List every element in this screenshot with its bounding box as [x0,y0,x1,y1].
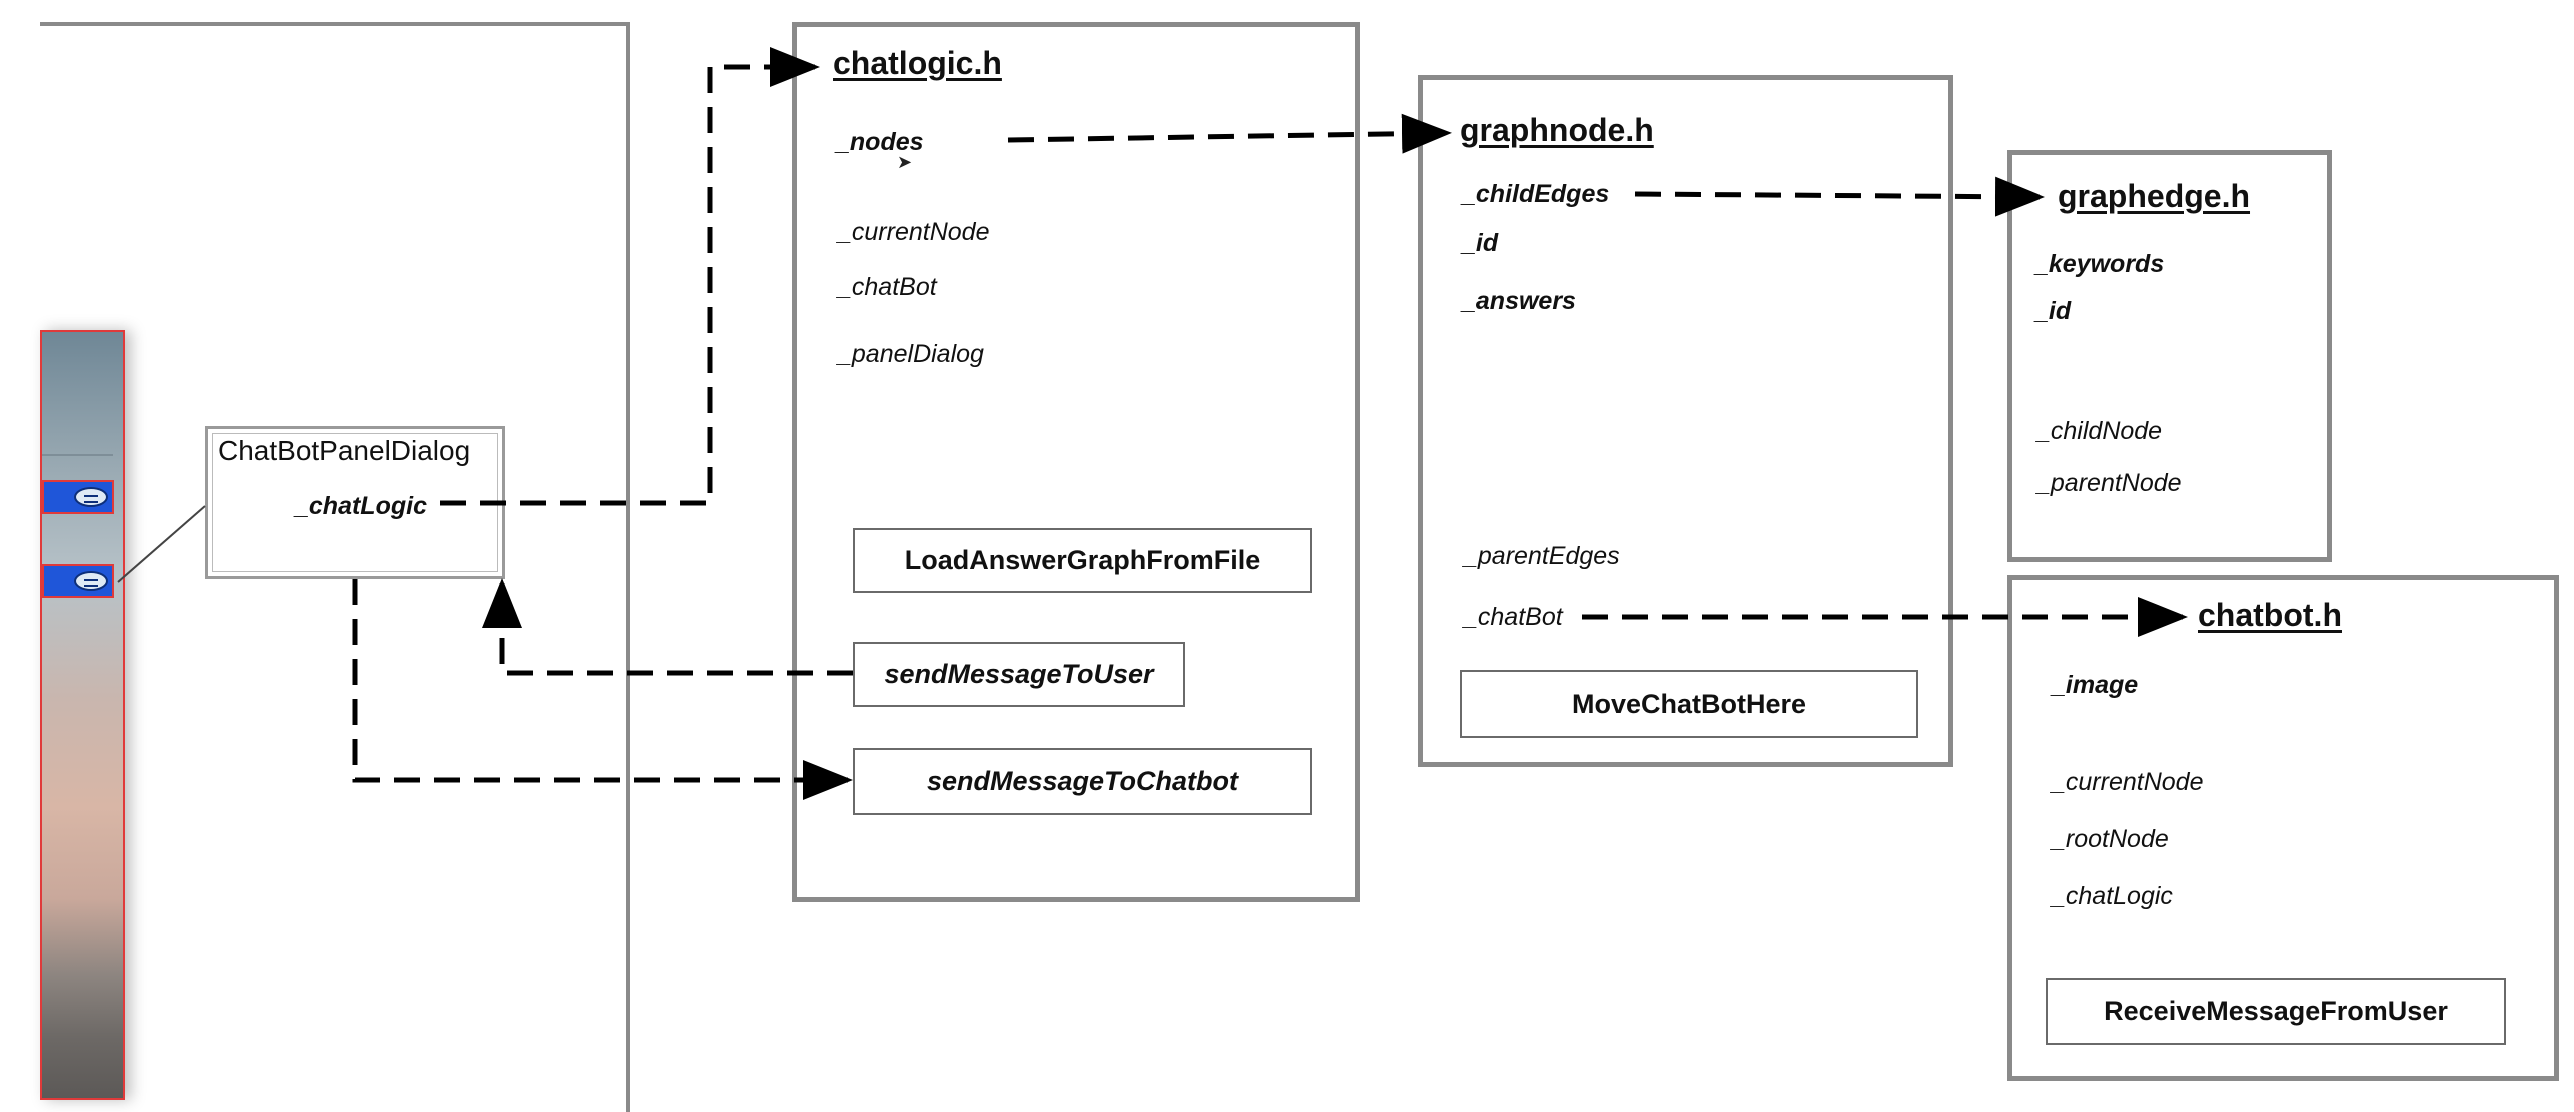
arrow-nodes-to-graphnode [1007,113,1452,154]
panel-dialog-title: ChatBotPanelDialog [218,435,471,466]
graphedge-field-childnode: _childNode [2037,417,2163,445]
method-load-answer-graph[interactable]: LoadAnswerGraphFromFile [853,528,1312,593]
chatlogic-field-paneldialog: _panelDialog [838,340,984,368]
arrow-chatlogic-to-chatlogic-h [440,47,820,506]
mouse-cursor-icon: ➤ [897,152,913,172]
chatbot-field-chatlogic: _chatLogic [2052,882,2173,910]
graphedge-field-keywords: _keywords [2035,250,2165,278]
chat-button[interactable] [42,564,114,598]
graphnode-box [1418,75,1953,767]
method-move-chatbot-here[interactable]: MoveChatBotHere [1460,670,1918,738]
chat-bubble-icon [74,487,108,507]
panel-dialog-field-chatlogic: _chatLogic [295,492,427,520]
chatbot-field-rootnode: _rootNode [2052,825,2169,853]
chatbot-field-currentnode: _currentNode [2052,768,2204,796]
graphedge-title: graphedge.h [2058,178,2251,214]
chatlogic-field-nodes: _nodes [836,128,924,156]
arrow-send-message-to-user [482,578,853,676]
graphnode-field-id: _id [1462,229,1499,257]
chat-bubble-icon [74,571,108,591]
link-dialog-to-chat-button [117,505,206,583]
graphnode-field-answers: _answers [1462,287,1576,315]
graphnode-field-parentedges: _parentEdges [1464,542,1620,570]
window-separator [42,454,113,456]
graphedge-field-id: _id [2035,297,2072,325]
chatbot-window-screenshot [40,330,125,1100]
graphedge-box [2007,150,2332,562]
arrow-send-message-to-chatbot [352,579,853,800]
chatlogic-field-chatbot: _chatBot [838,273,937,301]
graphnode-field-childedges: _childEdges [1462,180,1610,208]
chatlogic-title: chatlogic.h [833,45,1002,81]
chat-button[interactable] [42,480,114,514]
graphedge-field-parentnode: _parentNode [2037,469,2182,497]
chatbot-box [2007,575,2559,1081]
chatlogic-box [792,22,1360,902]
method-send-message-to-user[interactable]: sendMessageToUser [853,642,1185,707]
screenshot-frame [40,22,630,1112]
method-receive-message-from-user[interactable]: ReceiveMessageFromUser [2046,978,2506,1045]
graphnode-title: graphnode.h [1460,112,1654,148]
method-send-message-to-chatbot[interactable]: sendMessageToChatbot [853,748,1312,815]
chatlogic-field-currentnode: _currentNode [838,218,990,246]
graphnode-field-chatbot: _chatBot [1464,603,1563,631]
chatbot-field-image: _image [2052,671,2139,699]
arrow-childedges-to-graphedge [1634,176,2045,217]
chatbot-title: chatbot.h [2198,597,2342,633]
